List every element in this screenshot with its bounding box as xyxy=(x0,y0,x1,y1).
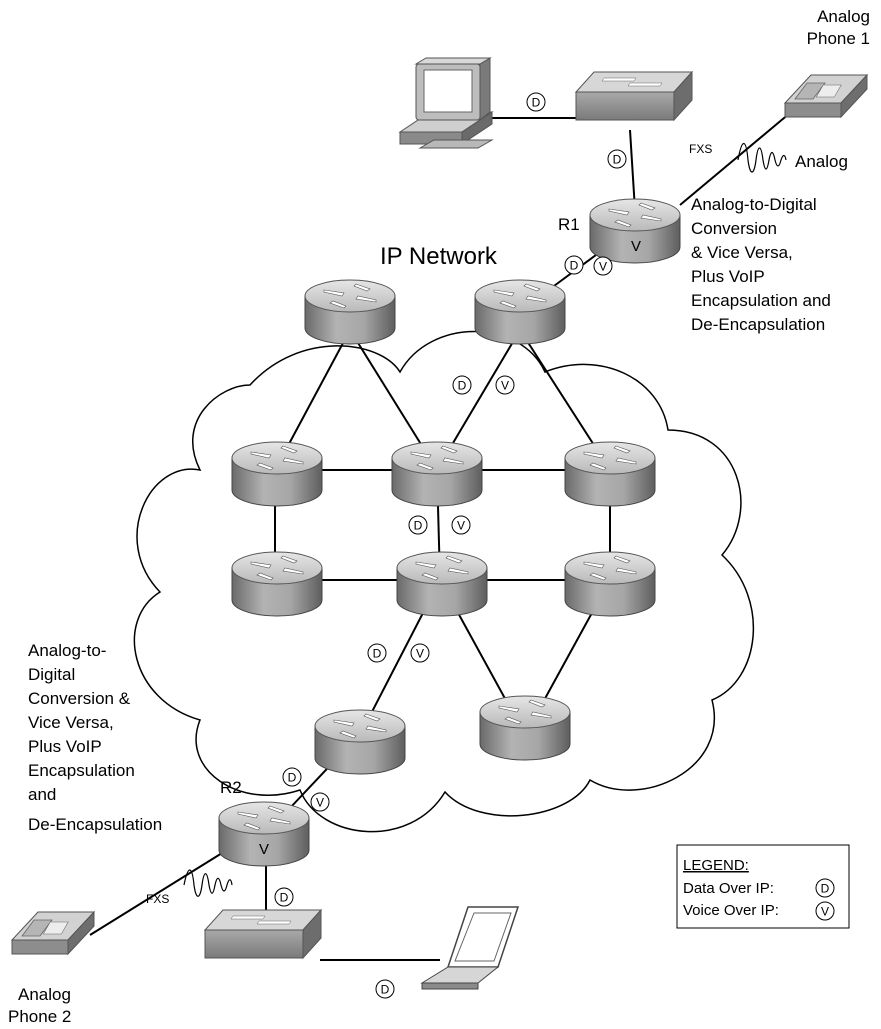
svg-text:Vice Versa,: Vice Versa, xyxy=(28,713,114,732)
router-core-bottom-right xyxy=(479,695,571,761)
router-core-mid-left xyxy=(231,441,323,507)
svg-text:De-Encapsulation: De-Encapsulation xyxy=(28,815,162,834)
phone1-label-line1: Analog xyxy=(817,7,870,26)
phone1-label-line2: Phone 1 xyxy=(807,29,870,48)
svg-text:V: V xyxy=(416,647,424,661)
router-core-low-right xyxy=(564,551,656,617)
analog-phone-2-icon xyxy=(11,911,95,955)
router-core-bottom-left xyxy=(314,709,406,775)
analog-waveform-bottom xyxy=(183,869,233,897)
router-core-mid-right xyxy=(564,441,656,507)
svg-text:and: and xyxy=(28,785,56,804)
svg-text:De-Encapsulation: De-Encapsulation xyxy=(691,315,825,334)
marker-d-switch-laptop: D xyxy=(375,979,395,999)
ip-network-title: IP Network xyxy=(380,243,498,270)
phone2-label-line2: Phone 2 xyxy=(8,1007,71,1026)
marker-d-r2-link: D xyxy=(282,767,302,787)
marker-d-r1-link: D xyxy=(564,255,584,275)
svg-text:D: D xyxy=(414,519,423,533)
svg-text:D: D xyxy=(821,882,830,896)
marker-v-r1-link: V xyxy=(593,256,613,276)
svg-text:Encapsulation: Encapsulation xyxy=(28,761,135,780)
desktop-pc-icon xyxy=(398,57,494,149)
switch-top-icon xyxy=(575,71,693,121)
router-core-mid-center xyxy=(391,441,483,507)
legend-title: LEGEND: xyxy=(683,857,749,874)
link-r2-phone2 xyxy=(89,844,236,936)
legend-voice-label: Voice Over IP: xyxy=(683,902,779,919)
marker-d-core-mid: D xyxy=(408,515,428,535)
legend-box: LEGEND: Data Over IP: Voice Over IP: D V xyxy=(676,844,850,929)
legend-voice-marker: V xyxy=(815,901,835,921)
svg-text:D: D xyxy=(570,259,579,273)
svg-text:D: D xyxy=(373,647,382,661)
svg-text:D: D xyxy=(280,891,289,905)
router-core-top-left xyxy=(304,279,396,345)
switch-bottom-icon xyxy=(204,909,322,959)
marker-v-core-mid: V xyxy=(451,515,471,535)
analog-phone-1-icon xyxy=(784,74,868,118)
link-switch-r1 xyxy=(629,129,636,211)
marker-d-pc-switch: D xyxy=(526,92,546,112)
svg-text:Encapsulation and: Encapsulation and xyxy=(691,291,831,310)
marker-v-r2-link: V xyxy=(310,792,330,812)
svg-text:Analog-to-: Analog-to- xyxy=(28,641,106,660)
marker-d-switch-r1: D xyxy=(607,149,627,169)
marker-d-core-low: D xyxy=(367,643,387,663)
r2-note: Analog-to- Digital Conversion & Vice Ver… xyxy=(28,641,162,834)
svg-text:V: V xyxy=(316,796,324,810)
router-core-low-center xyxy=(396,551,488,617)
svg-text:D: D xyxy=(613,153,622,167)
r1-note: Analog-to-Digital Conversion & Vice Vers… xyxy=(691,195,831,334)
svg-text:D: D xyxy=(458,379,467,393)
svg-text:Conversion: Conversion xyxy=(691,219,777,238)
router-core-top-right xyxy=(474,279,566,345)
legend-data-label: Data Over IP: xyxy=(683,880,774,897)
svg-text:Conversion &: Conversion & xyxy=(28,689,131,708)
marker-d-core-top: D xyxy=(452,375,472,395)
marker-v-core-top: V xyxy=(495,375,515,395)
marker-v-core-low: V xyxy=(410,643,430,663)
fxs-top-label: FXS xyxy=(689,142,712,156)
marker-d-r2-switch: D xyxy=(274,887,294,907)
phone2-label-line1: Analog xyxy=(18,985,71,1004)
svg-text:D: D xyxy=(381,983,390,997)
r1-label: R1 xyxy=(558,215,580,234)
legend-data-marker: D xyxy=(815,878,835,898)
svg-text:V: V xyxy=(599,260,607,274)
fxs-bottom-label: FXS xyxy=(146,892,169,906)
r2-label: R2 xyxy=(220,778,242,797)
svg-text:Plus VoIP: Plus VoIP xyxy=(28,737,102,756)
r2-voice-mark: V xyxy=(259,841,269,858)
svg-text:V: V xyxy=(457,519,465,533)
svg-text:V: V xyxy=(821,905,829,919)
svg-text:& Vice Versa,: & Vice Versa, xyxy=(691,243,793,262)
svg-text:D: D xyxy=(532,96,541,110)
link-phone1-r1 xyxy=(679,112,791,206)
router-core-low-left xyxy=(231,551,323,617)
analog-label: Analog xyxy=(795,152,848,171)
svg-text:Analog-to-Digital: Analog-to-Digital xyxy=(691,195,817,214)
svg-text:V: V xyxy=(501,379,509,393)
svg-text:Digital: Digital xyxy=(28,665,75,684)
analog-waveform-top xyxy=(737,142,787,173)
r1-voice-mark: V xyxy=(631,238,641,255)
svg-text:D: D xyxy=(288,771,297,785)
laptop-icon xyxy=(420,906,520,990)
svg-text:Plus VoIP: Plus VoIP xyxy=(691,267,765,286)
